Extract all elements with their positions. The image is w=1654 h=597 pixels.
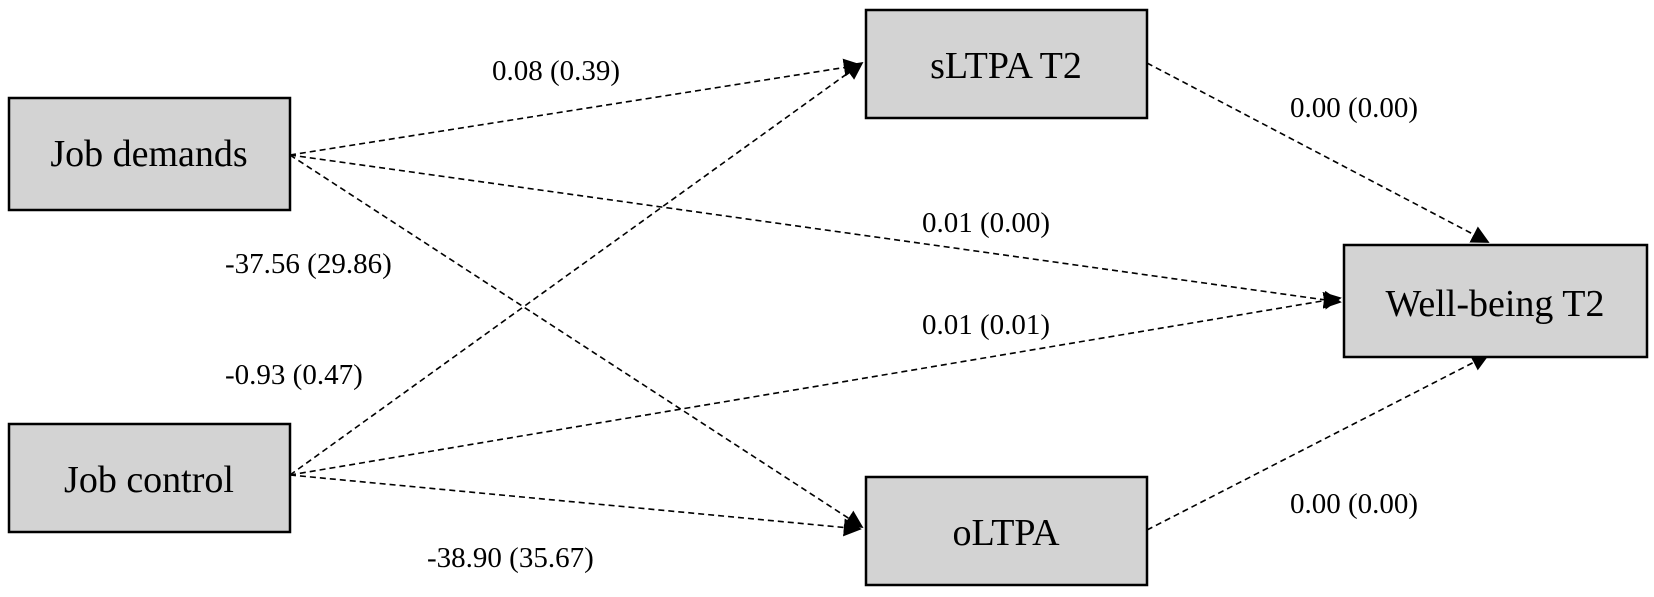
node-oltpa: oLTPA — [864, 475, 1149, 587]
edge-control-to-oltpa — [289, 474, 862, 537]
edge-oltpa-to-wellbeing — [1146, 354, 1490, 531]
node-sltpa-t2-label: sLTPA T2 — [930, 45, 1082, 87]
edge-demands-to-wellbeing — [289, 154, 1342, 309]
edges — [289, 58, 1490, 537]
node-wellbeing-t2-label: Well-being T2 — [1386, 283, 1605, 325]
edge-control-to-sltpa — [289, 61, 864, 476]
node-wellbeing-t2: Well-being T2 — [1342, 243, 1649, 359]
edge-label-demands-to-sltpa: 0.08 (0.39) — [492, 55, 620, 87]
edge-labels: 0.08 (0.39) 0.00 (0.00) 0.01 (0.00) -37.… — [225, 55, 1418, 574]
edge-demands-to-sltpa — [289, 58, 862, 156]
edge-control-to-wellbeing — [289, 291, 1342, 476]
edge-demands-to-oltpa — [289, 154, 864, 528]
edge-label-oltpa-to-wellbeing: 0.00 (0.00) — [1290, 488, 1418, 520]
node-sltpa-t2: sLTPA T2 — [864, 8, 1149, 120]
edge-label-control-to-wellbeing: 0.01 (0.01) — [922, 309, 1050, 341]
edge-label-demands-to-wellbeing: 0.01 (0.00) — [922, 207, 1050, 239]
node-job-demands-label: Job demands — [50, 133, 247, 175]
node-job-control-label: Job control — [64, 459, 234, 501]
node-job-demands: Job demands — [7, 96, 292, 212]
edge-label-control-to-sltpa: -0.93 (0.47) — [225, 359, 363, 391]
edge-sltpa-to-wellbeing — [1146, 62, 1490, 243]
edge-label-demands-to-oltpa: -37.56 (29.86) — [225, 248, 392, 280]
node-oltpa-label: oLTPA — [952, 512, 1060, 554]
edge-label-sltpa-to-wellbeing: 0.00 (0.00) — [1290, 92, 1418, 124]
edge-label-control-to-oltpa: -38.90 (35.67) — [427, 542, 594, 574]
node-job-control: Job control — [7, 422, 292, 534]
